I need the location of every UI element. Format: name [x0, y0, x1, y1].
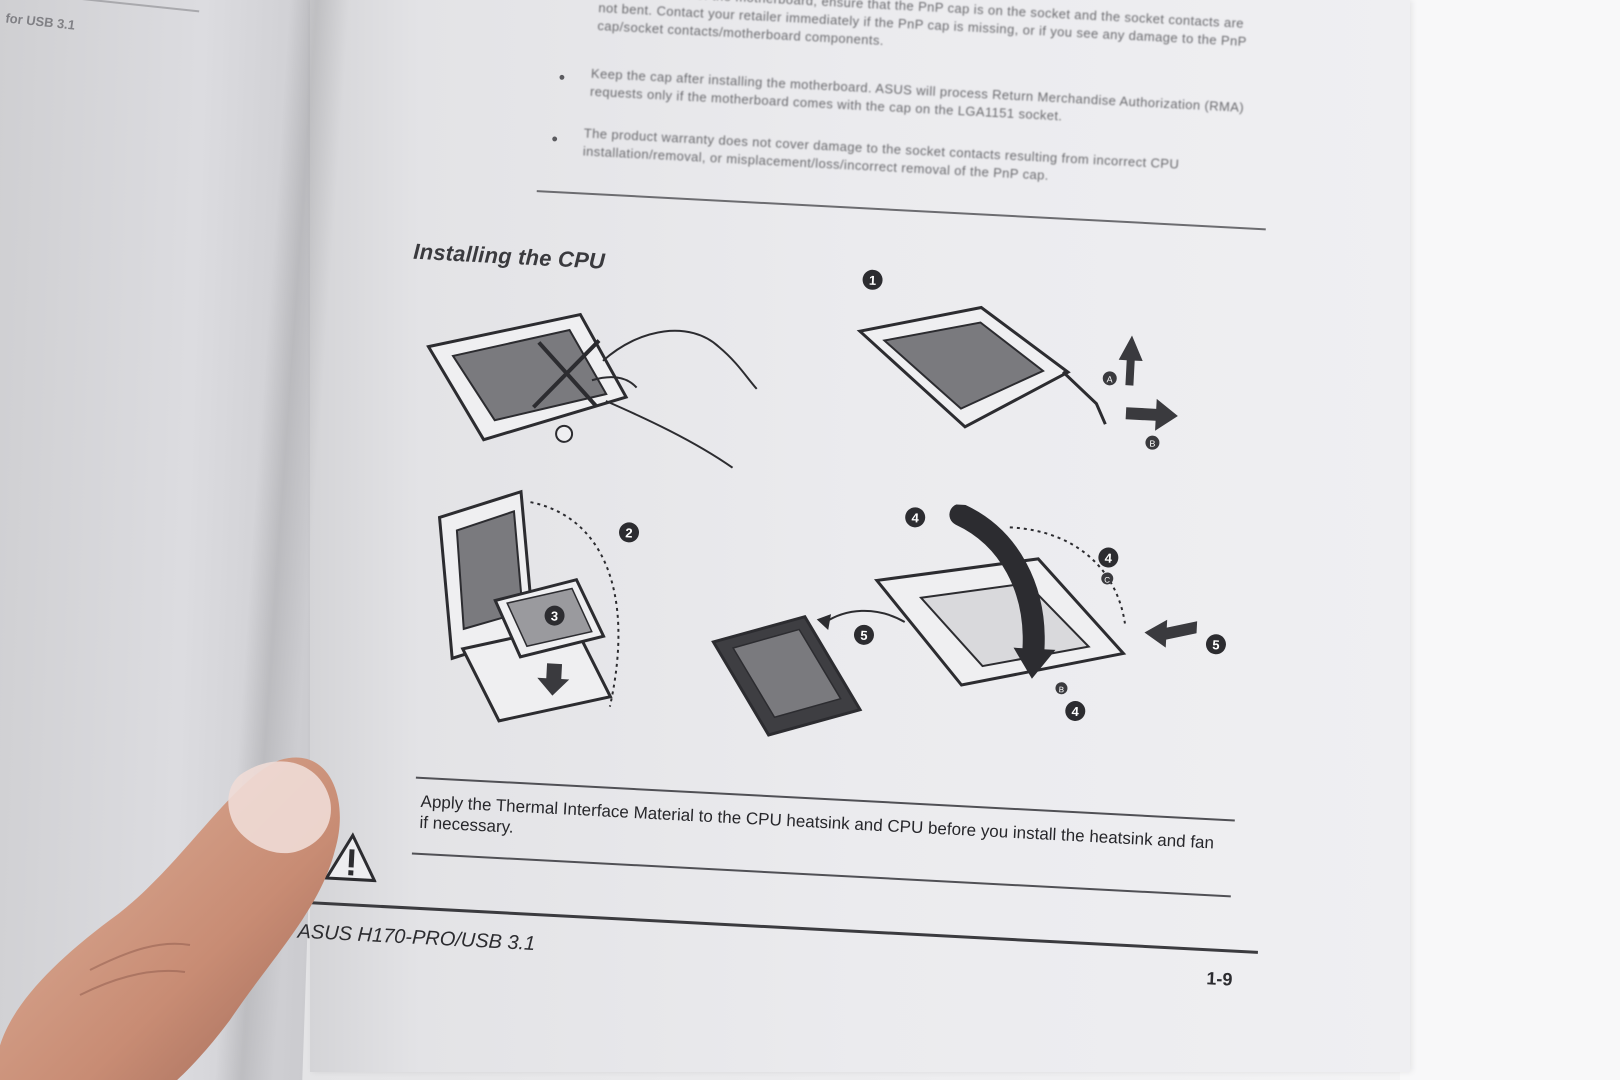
arrow-down-icon	[537, 663, 570, 696]
step-2-label: 2	[625, 525, 633, 540]
arrow-curve-head	[1013, 647, 1056, 679]
thumbnail	[228, 761, 331, 854]
step-5-label: 5	[860, 628, 868, 643]
step-1-label: 1	[869, 273, 877, 288]
divider-rule	[536, 190, 1266, 231]
step-badge-5b	[1205, 634, 1226, 655]
cap-remove-arrowhead	[816, 614, 832, 630]
step-5-label: 5	[1212, 637, 1220, 652]
cross-mark-icon	[532, 339, 601, 409]
bullet-marker: •	[558, 67, 566, 88]
arrow-right-icon	[1125, 398, 1178, 431]
step-badge: 1	[862, 269, 883, 290]
left-page-rule	[40, 0, 200, 13]
step-badge-2	[619, 522, 640, 543]
section-heading: Installing the CPU	[412, 238, 606, 274]
step-4-label: 4	[1071, 704, 1080, 719]
step-4-label: 4	[1104, 550, 1113, 565]
sub-label-b: B	[1058, 685, 1064, 694]
step-3-label: 3	[551, 608, 559, 623]
hand-outline	[591, 329, 758, 469]
step-badge-4b	[1065, 701, 1086, 722]
bullet-text-1: Upon purchase of the motherboard, ensure…	[597, 0, 1247, 50]
cap-remove-arrow	[824, 609, 906, 624]
footer-page-number: 1-9	[1205, 968, 1233, 990]
sub-label-a: A	[1106, 374, 1113, 384]
pnp-cap-inner	[731, 628, 842, 719]
lever-arc	[1009, 526, 1126, 624]
step-badge-4a	[905, 507, 926, 528]
step-badge-3	[544, 605, 565, 626]
note-text: Apply the Thermal Interface Material to …	[419, 791, 1215, 853]
sub-label-b: B	[1149, 439, 1156, 449]
step-4-label: 4	[911, 510, 920, 525]
bullet-marker: •	[550, 128, 559, 150]
bullet-marker: •	[566, 0, 574, 7]
right-page: • Upon purchase of the motherboard, ensu…	[297, 0, 1410, 1072]
sub-badge-b	[1055, 682, 1068, 695]
arrow-curve-down-icon	[949, 503, 1045, 660]
sub-label-c: C	[1104, 575, 1110, 584]
step-badge-5a	[853, 624, 874, 645]
page-content: • Upon purchase of the motherboard, ensu…	[282, 0, 1437, 1080]
warning-triangle-icon	[324, 832, 377, 883]
socket-cap	[882, 321, 1045, 410]
diagram-step2-3: 3 2	[437, 489, 640, 723]
arrow-up-icon	[1118, 335, 1143, 386]
diagram-step4-5: 4 4 C 5 5 4 B	[711, 503, 1226, 737]
note-box: Apply the Thermal Interface Material to …	[411, 776, 1235, 898]
arrow-left-icon	[1144, 619, 1198, 648]
socket-lever	[1061, 370, 1107, 425]
sub-badge-a	[1102, 371, 1117, 386]
diagram-cap-wrong	[426, 312, 758, 469]
cpu-seated	[918, 582, 1091, 668]
sub-badge-b	[1145, 435, 1160, 450]
background	[1400, 0, 1620, 1080]
bullet-text-2: Keep the cap after installing the mother…	[589, 65, 1245, 124]
sub-badge-c	[1101, 572, 1114, 585]
step-badge-4c	[1098, 547, 1119, 568]
thumb	[0, 757, 340, 1080]
diagram-step1: 1 A B	[856, 269, 1178, 450]
socket-loadplate	[426, 312, 629, 443]
left-page-running-text: for USB 3.1	[4, 10, 77, 33]
bullet-text-3: The product warranty does not cover dama…	[582, 125, 1180, 183]
